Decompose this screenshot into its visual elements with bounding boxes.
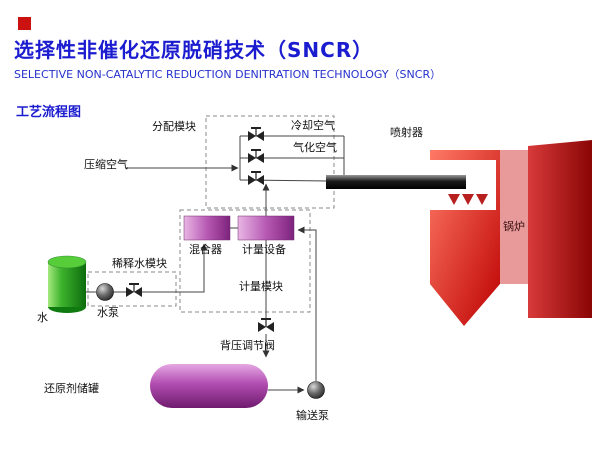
- label-metering-equipment: 计量设备: [242, 243, 286, 256]
- water-tank: [47, 255, 87, 313]
- boiler-backpass: [528, 140, 592, 318]
- page-title: 选择性非催化还原脱硝技术（SNCR）: [14, 38, 374, 62]
- metering-module-boundary: [179, 209, 311, 313]
- boiler: [424, 140, 592, 326]
- flow-diagram-canvas: [47, 115, 592, 408]
- label-compressed-air: 压缩空气: [84, 158, 128, 171]
- mixer-box: [183, 215, 231, 241]
- section-label: 工艺流程图: [16, 105, 82, 120]
- process-flow-diagram: [0, 112, 600, 450]
- label-distribution-module: 分配模块: [152, 120, 196, 133]
- label-back-pressure-valve: 背压调节阀: [220, 339, 275, 352]
- back-pressure-valve-icon: [257, 318, 275, 333]
- label-atomizing-air: 气化空气: [293, 141, 337, 154]
- dilution-water-module-boundary: [87, 271, 177, 307]
- atomizing-air-valve-icon: [247, 149, 265, 164]
- boiler-label-strip: [500, 150, 528, 284]
- label-boiler: 锅炉: [503, 220, 525, 233]
- label-injector: 喷射器: [390, 126, 423, 139]
- dilution-to-mixer-pipe: [141, 243, 208, 293]
- page-subtitle: SELECTIVE NON-CATALYTIC REDUCTION DENITR…: [14, 68, 442, 81]
- cooling-air-valve-icon: [247, 127, 265, 142]
- label-cooling-air: 冷却空气: [291, 119, 335, 132]
- label-water: 水: [37, 311, 48, 324]
- metering-equipment-box: [237, 215, 295, 241]
- label-metering-module: 计量模块: [239, 280, 283, 293]
- label-mixer: 混合器: [189, 243, 222, 256]
- label-water-pump: 水泵: [97, 306, 119, 319]
- solution-air-valve-icon: [247, 171, 265, 186]
- label-transfer-pump: 输送泵: [296, 409, 329, 422]
- spray-nozzle-triangles: [448, 194, 488, 205]
- transfer-pump-icon: [307, 381, 325, 399]
- label-reducing-agent-tank: 还原剂储罐: [44, 382, 99, 395]
- dilution-water-valve-icon: [125, 283, 143, 298]
- water-pump-icon: [96, 283, 114, 301]
- label-dilution-water-module: 稀释水模块: [112, 257, 167, 270]
- transfer-pump-to-metering-pipe: [297, 226, 317, 381]
- reducing-agent-storage-tank: [150, 364, 268, 408]
- title-bullet-square: [18, 17, 31, 30]
- injection-lance: [326, 175, 466, 189]
- distribution-module-boundary: [205, 115, 335, 209]
